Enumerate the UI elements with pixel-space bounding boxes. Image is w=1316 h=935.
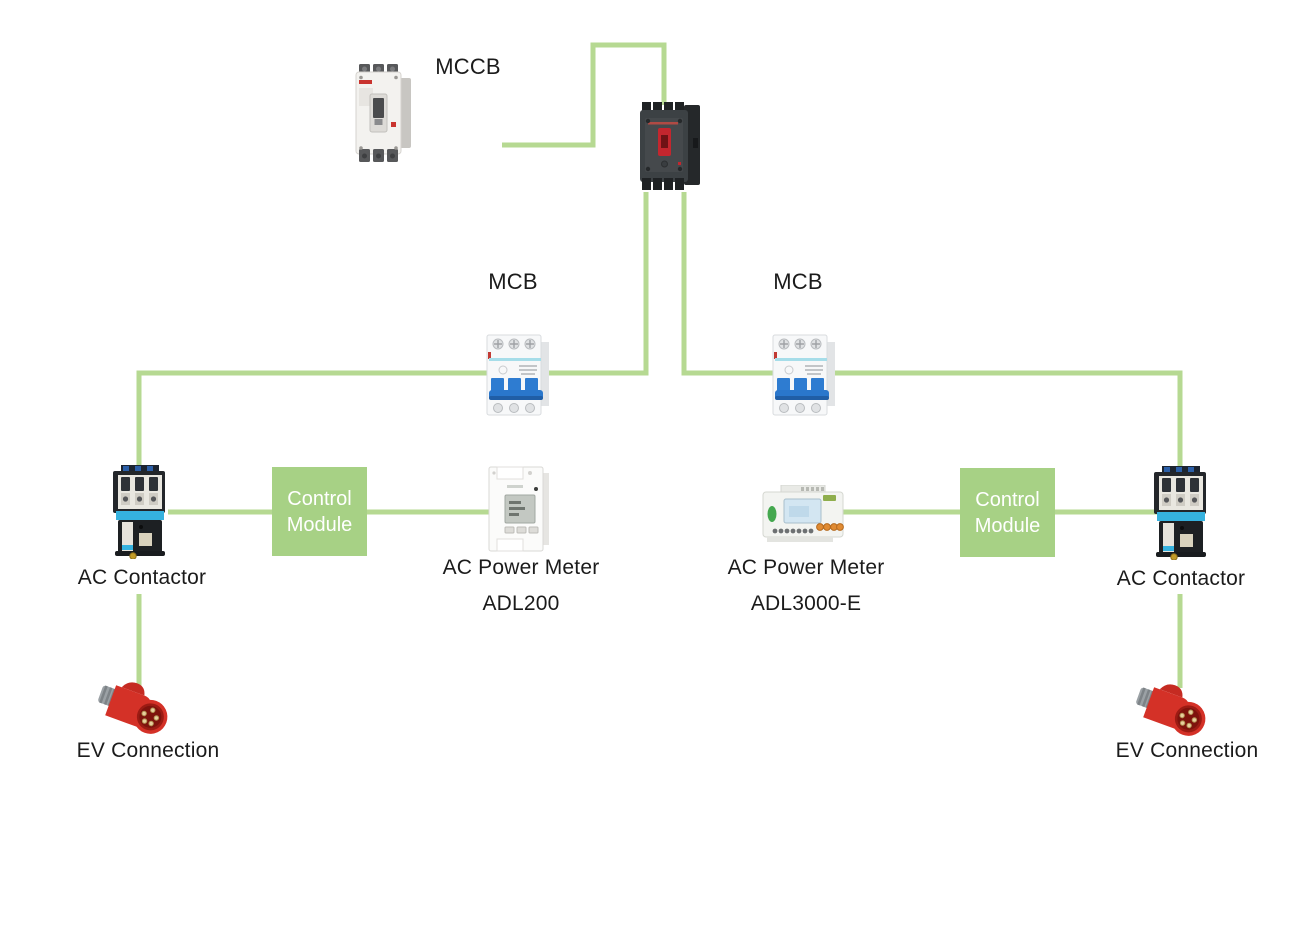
ev-plug-left-image (98, 682, 168, 734)
power-meter-left-model: ADL200 (482, 592, 560, 615)
ac-contactor-right-image (1154, 466, 1206, 560)
power-meter-right-label: AC Power Meter (727, 556, 885, 579)
ac-contactor-left-image (113, 465, 165, 559)
control-module-left-line2: Module (286, 513, 353, 536)
control-module-right-line1: Control (975, 488, 1040, 511)
wire-mccb-to-main-breaker (502, 42, 667, 148)
power-meter-left-image (488, 466, 549, 552)
power-meter-left-label: AC Power Meter (442, 556, 600, 579)
ev-connection-left-label: EV Connection (76, 739, 220, 762)
power-meter-right-model: ADL3000-E (750, 592, 862, 615)
ac-contactor-left-label: AC Contactor (77, 566, 207, 589)
main-breaker-image (640, 102, 700, 190)
ev-plug-right-image (1136, 684, 1206, 736)
ev-connection-right-label: EV Connection (1115, 739, 1259, 762)
control-module-right-line2: Module (974, 514, 1041, 537)
mcb-right-label: MCB (773, 269, 823, 294)
wire-main-to-left-branch (136, 192, 649, 470)
mccb-label: MCCB (435, 54, 501, 79)
power-meter-right-image (762, 485, 844, 542)
ac-contactor-right-label: AC Contactor (1116, 567, 1246, 590)
control-module-left: Control Module (272, 467, 367, 556)
wire-main-to-right-branch (681, 192, 1183, 477)
control-module-left-line1: Control (287, 487, 352, 510)
mcb-left-image (486, 334, 549, 416)
mccb-image (355, 64, 411, 162)
control-module-right: Control Module (960, 468, 1055, 557)
mcb-left-label: MCB (488, 269, 538, 294)
mcb-right-image (772, 334, 835, 416)
